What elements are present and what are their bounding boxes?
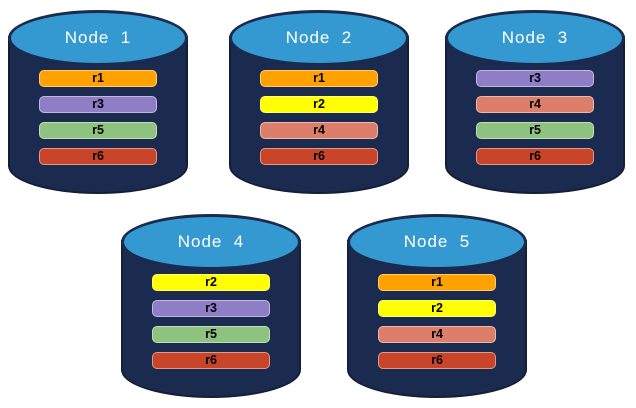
replica-bar: r4 bbox=[378, 326, 496, 343]
replica-bar: r1 bbox=[39, 70, 157, 87]
replica-label: r1 bbox=[431, 275, 443, 290]
replica-bar: r4 bbox=[260, 122, 378, 139]
replica-label: r3 bbox=[529, 71, 541, 86]
replica-label: r5 bbox=[92, 123, 104, 138]
replica-bar: r6 bbox=[378, 352, 496, 369]
db-node-5: Node 5 r1 r2 r4 r6 bbox=[347, 212, 527, 398]
replica-list: r3 r4 r5 r6 bbox=[476, 70, 594, 165]
db-node-4: Node 4 r2 r3 r5 r6 bbox=[121, 212, 301, 398]
replica-bar: r2 bbox=[152, 274, 270, 291]
replica-list: r1 r3 r5 r6 bbox=[39, 70, 157, 165]
replica-label: r4 bbox=[529, 97, 541, 112]
replica-bar: r5 bbox=[39, 122, 157, 139]
replica-bar: r1 bbox=[260, 70, 378, 87]
replica-bar: r3 bbox=[39, 96, 157, 113]
node-title: Node 3 bbox=[501, 28, 569, 47]
replica-label: r6 bbox=[431, 353, 443, 368]
replica-label: r1 bbox=[92, 71, 104, 86]
db-node-1: Node 1 r1 r3 r5 r6 bbox=[8, 8, 188, 194]
replica-label: r6 bbox=[529, 149, 541, 164]
replica-bar: r6 bbox=[39, 148, 157, 165]
replica-bar: r5 bbox=[476, 122, 594, 139]
replica-label: r3 bbox=[205, 301, 217, 316]
cylinder-top: Node 3 bbox=[445, 10, 625, 66]
db-node-3: Node 3 r3 r4 r5 r6 bbox=[445, 8, 625, 194]
replica-bar: r3 bbox=[152, 300, 270, 317]
replica-label: r4 bbox=[313, 123, 325, 138]
replica-bar: r5 bbox=[152, 326, 270, 343]
replica-list: r1 r2 r4 r6 bbox=[260, 70, 378, 165]
replica-bar: r6 bbox=[260, 148, 378, 165]
node-title: Node 1 bbox=[64, 28, 132, 47]
cylinder-top: Node 2 bbox=[229, 10, 409, 66]
node-title: Node 5 bbox=[403, 232, 471, 251]
replica-label: r5 bbox=[205, 327, 217, 342]
replica-label: r2 bbox=[431, 301, 443, 316]
replica-bar: r1 bbox=[378, 274, 496, 291]
replica-label: r4 bbox=[431, 327, 443, 342]
replica-bar: r2 bbox=[260, 96, 378, 113]
node-title: Node 4 bbox=[177, 232, 245, 251]
replica-label: r3 bbox=[92, 97, 104, 112]
replica-label: r1 bbox=[313, 71, 325, 86]
cylinder-top: Node 4 bbox=[121, 214, 301, 270]
replica-bar: r4 bbox=[476, 96, 594, 113]
replica-bar: r6 bbox=[152, 352, 270, 369]
replica-bar: r6 bbox=[476, 148, 594, 165]
replica-bar: r2 bbox=[378, 300, 496, 317]
cylinder-top: Node 1 bbox=[8, 10, 188, 66]
replica-label: r2 bbox=[313, 97, 325, 112]
replica-label: r6 bbox=[313, 149, 325, 164]
replica-list: r2 r3 r5 r6 bbox=[152, 274, 270, 369]
replica-bar: r3 bbox=[476, 70, 594, 87]
replica-label: r6 bbox=[92, 149, 104, 164]
cylinder-top: Node 5 bbox=[347, 214, 527, 270]
replica-label: r5 bbox=[529, 123, 541, 138]
db-node-2: Node 2 r1 r2 r4 r6 bbox=[229, 8, 409, 194]
replica-label: r2 bbox=[205, 275, 217, 290]
replica-list: r1 r2 r4 r6 bbox=[378, 274, 496, 369]
node-title: Node 2 bbox=[285, 28, 353, 47]
replica-label: r6 bbox=[205, 353, 217, 368]
